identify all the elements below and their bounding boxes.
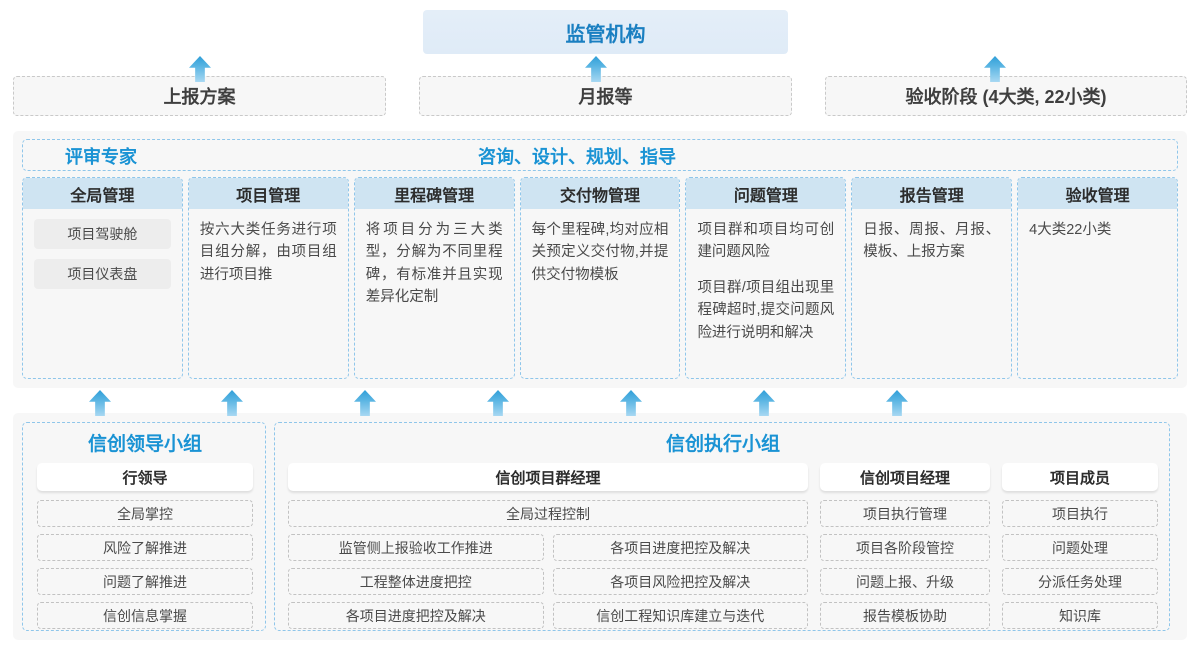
middle-column-body: 每个里程碑,均对应相关预定义交付物,并提供交付物模板 bbox=[521, 209, 680, 378]
role-item[interactable]: 风险了解推进 bbox=[37, 534, 253, 561]
role-item[interactable]: 项目执行管理 bbox=[820, 500, 990, 527]
middle-column: 问题管理项目群和项目均可创建问题风险项目群/项目组出现里程碑超时,提交问题风险进… bbox=[685, 177, 847, 379]
role-item-row: 工程整体进度把控各项目风险把控及解决 bbox=[288, 568, 808, 595]
role-item[interactable]: 项目执行 bbox=[1002, 500, 1158, 527]
group-execution: 信创执行小组 信创项目群经理 全局过程控制 监管侧上报验收工作推进各项目进度把控… bbox=[274, 422, 1170, 631]
middle-column-text: 将项目分为三大类型，分解为不同里程碑，有标准并且实现差异化定制 bbox=[365, 222, 503, 306]
role-item[interactable]: 工程整体进度把控 bbox=[288, 568, 544, 595]
middle-column-text: 4大类22小类 bbox=[1029, 222, 1112, 238]
top-box-monthly-report: 月报等 bbox=[419, 76, 792, 116]
role-title: 信创项目群经理 bbox=[288, 463, 808, 491]
review-experts-label: 评审专家 bbox=[65, 147, 137, 167]
role-item[interactable]: 信创工程知识库建立与迭代 bbox=[552, 602, 808, 629]
middle-column-text: 日报、周报、月报、模板、上报方案 bbox=[863, 222, 1001, 261]
role-card-bank-leader: 行领导 全局掌控风险了解推进问题了解推进信创信息掌握 bbox=[37, 463, 253, 629]
middle-column-chip[interactable]: 项目仪表盘 bbox=[34, 259, 171, 289]
exec-group-title: 信创执行小组 bbox=[665, 433, 780, 455]
role-item[interactable]: 分派任务处理 bbox=[1002, 568, 1158, 595]
role-card-program-manager: 信创项目群经理 全局过程控制 监管侧上报验收工作推进各项目进度把控及解决工程整体… bbox=[288, 463, 808, 636]
role-item-row: 各项目进度把控及解决信创工程知识库建立与迭代 bbox=[288, 602, 808, 629]
role-item-list: 全局掌控风险了解推进问题了解推进信创信息掌握 bbox=[37, 500, 253, 629]
role-item[interactable]: 各项目进度把控及解决 bbox=[552, 534, 808, 561]
role-item[interactable]: 问题处理 bbox=[1002, 534, 1158, 561]
role-title: 项目成员 bbox=[1002, 463, 1158, 491]
role-item-row: 监管侧上报验收工作推进各项目进度把控及解决 bbox=[288, 534, 808, 561]
bottom-panel: 信创领导小组 行领导 全局掌控风险了解推进问题了解推进信创信息掌握 信创执行小组… bbox=[13, 413, 1187, 640]
role-item-global-process-control: 全局过程控制 bbox=[288, 500, 808, 527]
middle-column-text: 项目群/项目组出现里程碑超时,提交问题风险进行说明和解决 bbox=[697, 279, 835, 341]
middle-column-body: 项目驾驶舱项目仪表盘 bbox=[23, 209, 182, 378]
middle-column-body: 将项目分为三大类型，分解为不同里程碑，有标准并且实现差异化定制 bbox=[355, 209, 514, 378]
middle-column-body: 日报、周报、月报、模板、上报方案 bbox=[852, 209, 1011, 378]
role-title: 行领导 bbox=[37, 463, 253, 491]
middle-panel: 评审专家 咨询、设计、规划、指导 全局管理项目驾驶舱项目仪表盘项目管理按六大类任… bbox=[13, 131, 1187, 388]
middle-column-title: 验收管理 bbox=[1018, 178, 1178, 209]
middle-column-title: 问题管理 bbox=[686, 178, 846, 209]
middle-column-text: 按六大类任务进行项目组分解，由项目组进行项目推 bbox=[199, 222, 337, 283]
role-item[interactable]: 项目各阶段管控 bbox=[820, 534, 990, 561]
consulting-label: 咨询、设计、规划、指导 bbox=[478, 147, 676, 167]
role-item[interactable]: 全局掌控 bbox=[37, 500, 253, 527]
middle-column-text: 每个里程碑,均对应相关预定义交付物,并提供交付物模板 bbox=[531, 222, 669, 283]
middle-column: 全局管理项目驾驶舱项目仪表盘 bbox=[22, 177, 183, 379]
role-card-project-member: 项目成员 项目执行问题处理分派任务处理知识库 bbox=[1002, 463, 1158, 629]
middle-column: 交付物管理每个里程碑,均对应相关预定义交付物,并提供交付物模板 bbox=[519, 177, 681, 379]
middle-column-chip[interactable]: 项目驾驶舱 bbox=[34, 219, 171, 249]
middle-column-title: 交付物管理 bbox=[520, 178, 680, 209]
middle-column-title: 全局管理 bbox=[23, 178, 182, 209]
role-item[interactable]: 监管侧上报验收工作推进 bbox=[288, 534, 544, 561]
top-box-report-plan: 上报方案 bbox=[13, 76, 386, 116]
middle-header-bar: 评审专家 咨询、设计、规划、指导 bbox=[22, 139, 1178, 171]
top-box-acceptance-stage: 验收阶段 (4大类, 22小类) bbox=[825, 76, 1187, 116]
middle-column: 报告管理日报、周报、月报、模板、上报方案 bbox=[851, 177, 1013, 379]
role-item[interactable]: 信创信息掌握 bbox=[37, 602, 253, 629]
middle-column: 项目管理按六大类任务进行项目组分解，由项目组进行项目推 bbox=[187, 177, 349, 379]
role-item[interactable]: 问题了解推进 bbox=[37, 568, 253, 595]
middle-column-title: 报告管理 bbox=[852, 178, 1012, 209]
middle-column-body: 4大类22小类 bbox=[1018, 209, 1177, 378]
middle-column-body: 项目群和项目均可创建问题风险项目群/项目组出现里程碑超时,提交问题风险进行说明和… bbox=[686, 209, 845, 378]
role-item[interactable]: 知识库 bbox=[1002, 602, 1158, 629]
role-item[interactable]: 各项目进度把控及解决 bbox=[288, 602, 544, 629]
role-item-list: 项目执行管理项目各阶段管控问题上报、升级报告模板协助 bbox=[820, 500, 990, 629]
regulator-box: 监管机构 bbox=[423, 10, 788, 54]
role-card-project-manager: 信创项目经理 项目执行管理项目各阶段管控问题上报、升级报告模板协助 bbox=[820, 463, 990, 629]
top-box-label: 月报等 bbox=[578, 87, 633, 107]
middle-column-body: 按六大类任务进行项目组分解，由项目组进行项目推 bbox=[189, 209, 348, 378]
top-box-label: 上报方案 bbox=[163, 87, 236, 107]
role-item[interactable]: 报告模板协助 bbox=[820, 602, 990, 629]
middle-column-title: 里程碑管理 bbox=[354, 178, 514, 209]
role-item[interactable]: 各项目风险把控及解决 bbox=[552, 568, 808, 595]
middle-column-title: 项目管理 bbox=[188, 178, 348, 209]
regulator-label: 监管机构 bbox=[565, 23, 646, 46]
role-item-list: 项目执行问题处理分派任务处理知识库 bbox=[1002, 500, 1158, 629]
role-item-grid: 监管侧上报验收工作推进各项目进度把控及解决工程整体进度把控各项目风险把控及解决各… bbox=[288, 534, 808, 636]
role-item[interactable]: 问题上报、升级 bbox=[820, 568, 990, 595]
middle-columns: 全局管理项目驾驶舱项目仪表盘项目管理按六大类任务进行项目组分解，由项目组进行项目… bbox=[22, 177, 1179, 379]
top-box-label: 验收阶段 (4大类, 22小类) bbox=[905, 87, 1107, 107]
middle-column-text: 项目群和项目均可创建问题风险 bbox=[697, 222, 835, 261]
middle-column: 验收管理 4大类22小类 bbox=[1017, 177, 1179, 379]
middle-column: 里程碑管理将项目分为三大类型，分解为不同里程碑，有标准并且实现差异化定制 bbox=[353, 177, 515, 379]
role-title: 信创项目经理 bbox=[820, 463, 990, 491]
group-leading: 信创领导小组 行领导 全局掌控风险了解推进问题了解推进信创信息掌握 bbox=[22, 422, 266, 631]
leading-group-title: 信创领导小组 bbox=[87, 433, 202, 455]
